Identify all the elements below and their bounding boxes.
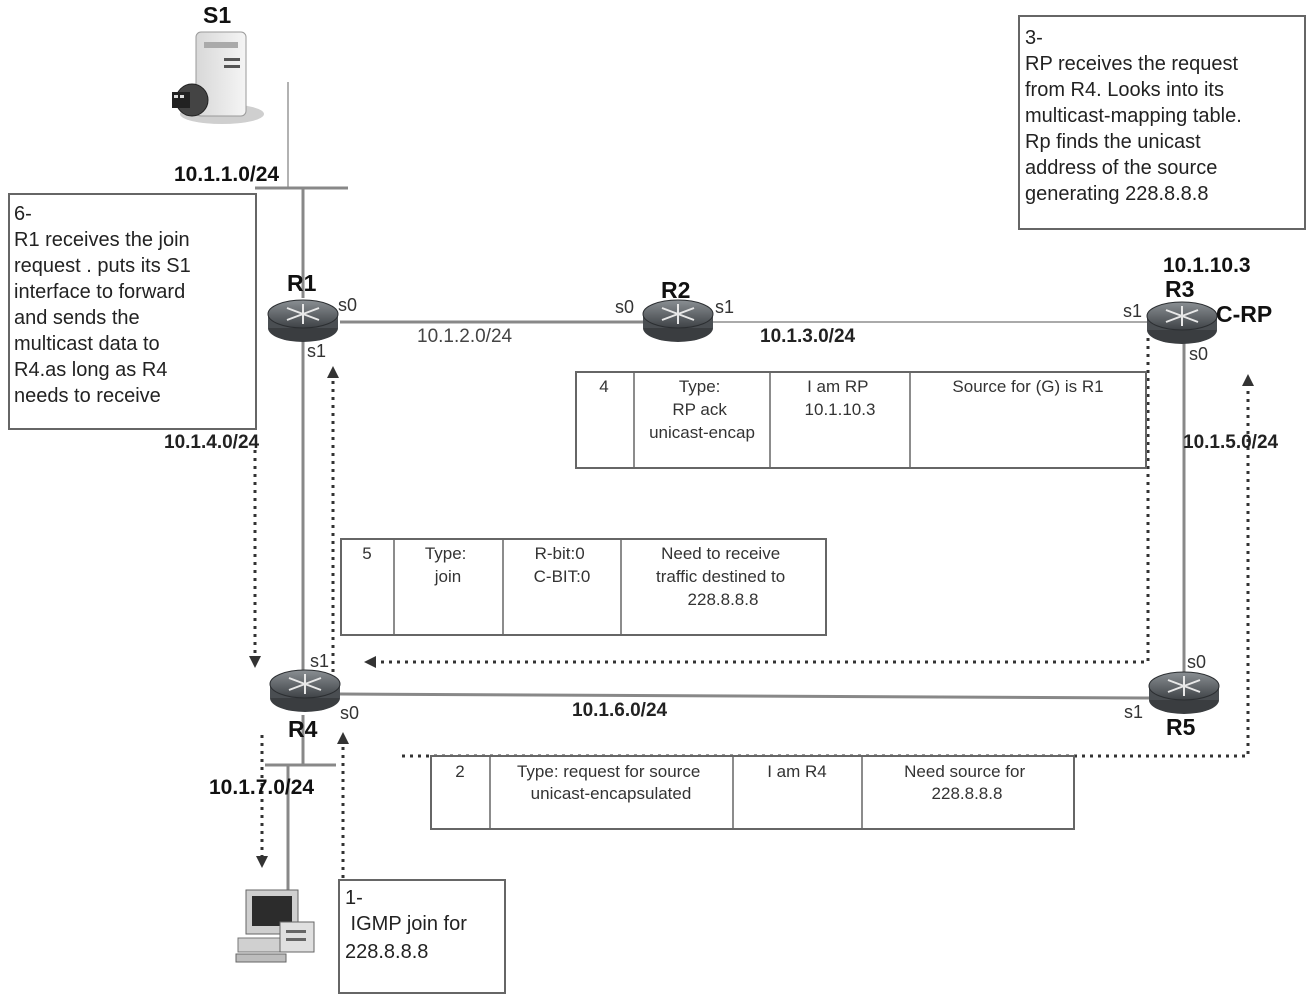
svg-text:R-bit:0 C-BIT:0: R-bit:0 C-BIT:0 bbox=[534, 544, 591, 586]
router-r3-address: 10.1.10.3 bbox=[1163, 254, 1251, 277]
message-4-number: 4 bbox=[599, 377, 608, 396]
svg-text:Source for (G) is R1: Source for (G) is R1 bbox=[952, 377, 1103, 396]
message-2-table: 2 Type: request for source unicast-encap… bbox=[430, 755, 1075, 830]
router-r2-label: R2 bbox=[661, 277, 690, 303]
r3-s1-label: s1 bbox=[1123, 301, 1142, 321]
message-5-desc: Need to receive bbox=[661, 544, 780, 563]
router-r1-label: R1 bbox=[287, 270, 317, 296]
subnet-10-1-3-0-label: 10.1.3.0/24 bbox=[760, 326, 856, 347]
r5-s1-label: s1 bbox=[1124, 702, 1143, 722]
note-6-box: 6- R1 receives the join request . puts i… bbox=[8, 193, 257, 430]
note-1-box: 1- IGMP join for 228.8.8.8 bbox=[338, 879, 506, 994]
r2-s1-label: s1 bbox=[715, 297, 734, 317]
server-s1-icon bbox=[172, 31, 264, 124]
note-3-line: 3- bbox=[1025, 27, 1043, 49]
message-5-info: R-bit:0 bbox=[535, 544, 585, 563]
message-4-table: 4 Type: RP ack unicast-encap I am RP 10.… bbox=[575, 371, 1147, 469]
subnet-10-1-7-0-label: 10.1.7.0/24 bbox=[209, 776, 314, 799]
router-r1-icon bbox=[267, 299, 339, 342]
svg-text:Need source for 228.8.8.: Need source for 228.8.8.8 bbox=[904, 762, 1030, 803]
note-1-line: 1- bbox=[345, 887, 363, 909]
r1-s1-label: s1 bbox=[307, 341, 326, 361]
message-4-type: RP ack bbox=[672, 400, 727, 419]
note-6-line: request . puts its S1 bbox=[14, 255, 191, 277]
subnet-10-1-5-0-label: 10.1.5.0/24 bbox=[1183, 432, 1279, 453]
note-6-line: 6- bbox=[14, 203, 32, 225]
workstation-icon bbox=[235, 889, 315, 963]
svg-text:Type: RP ack unica: Type: RP ack unicast-encap bbox=[649, 377, 755, 442]
message-5-desc: 228.8.8.8 bbox=[688, 590, 759, 609]
subnet-10-1-6-0-label: 10.1.6.0/24 bbox=[572, 700, 668, 721]
r3-s0-label: s0 bbox=[1189, 344, 1208, 364]
note-6-line: R1 receives the join bbox=[14, 229, 190, 251]
router-r3-icon bbox=[1146, 301, 1218, 344]
note-6-line: multicast data to bbox=[14, 333, 160, 355]
router-r4-label: R4 bbox=[288, 716, 318, 742]
message-5-info: C-BIT:0 bbox=[534, 567, 591, 586]
router-r5-label: R5 bbox=[1166, 714, 1196, 740]
note-3-line: generating 228.8.8.8 bbox=[1025, 183, 1209, 205]
svg-text:Type: join: Type: join bbox=[425, 544, 471, 586]
note-6-line: and sends the bbox=[14, 307, 140, 329]
router-r3-label: R3 bbox=[1165, 276, 1194, 302]
svg-text:1- IGMP join for: 1- IGMP join for 228.8.8.8 bbox=[345, 887, 472, 963]
message-2-type: Type: request for source bbox=[517, 762, 700, 781]
note-6-line: R4.as long as R4 bbox=[14, 359, 167, 381]
note-1-line: 228.8.8.8 bbox=[345, 941, 428, 963]
router-r5-icon bbox=[1148, 671, 1220, 714]
svg-text:3- RP receives the reque: 3- RP receives the request from R4. Look… bbox=[1025, 27, 1247, 205]
subnet-10-1-2-0-label: 10.1.2.0/24 bbox=[417, 326, 513, 347]
svg-text:I am RP 10.1.10.3: I am RP 10.1.10.3 bbox=[805, 377, 876, 419]
link-r4-r5 bbox=[339, 692, 1151, 700]
note-3-line: from R4. Looks into its bbox=[1025, 79, 1224, 101]
note-3-box: 3- RP receives the request from R4. Look… bbox=[1018, 15, 1306, 230]
note-3-line: RP receives the request bbox=[1025, 53, 1239, 75]
message-4-type: Type: bbox=[679, 377, 721, 396]
r5-s0-label: s0 bbox=[1187, 652, 1206, 672]
links bbox=[255, 82, 1186, 900]
message-2-type: unicast-encapsulated bbox=[531, 784, 692, 803]
note-3-line: multicast-mapping table. bbox=[1025, 105, 1242, 127]
note-3-line: address of the source bbox=[1025, 157, 1217, 179]
router-r2-icon bbox=[642, 299, 714, 342]
r4-s1-label: s1 bbox=[310, 651, 329, 671]
subnet-10-1-1-0-label: 10.1.1.0/24 bbox=[174, 163, 279, 186]
message-5-desc: traffic destined to bbox=[656, 567, 785, 586]
note-1-line: IGMP join for bbox=[345, 913, 467, 935]
server-s1-label: S1 bbox=[203, 2, 231, 28]
message-4-type: unicast-encap bbox=[649, 423, 755, 442]
note-3-line: Rp finds the unicast bbox=[1025, 131, 1201, 153]
message-4-desc: Source for (G) is R1 bbox=[952, 377, 1103, 396]
message-4-info: 10.1.10.3 bbox=[805, 400, 876, 419]
svg-text:Type: request for source: Type: request for source unicast-encapsu… bbox=[517, 762, 705, 803]
message-5-number: 5 bbox=[362, 544, 371, 563]
arrow-ack-rp-to-r4 bbox=[364, 338, 1150, 668]
message-4-info: I am RP bbox=[807, 377, 868, 396]
svg-text:6- R1 receives the join: 6- R1 receives the join request . puts i… bbox=[14, 203, 196, 407]
r1-s0-label: s0 bbox=[338, 295, 357, 315]
subnet-10-1-4-0-label: 10.1.4.0/24 bbox=[164, 432, 260, 453]
svg-text:I am R4: I am R4 bbox=[767, 762, 827, 781]
router-r4-icon bbox=[269, 669, 341, 712]
note-6-line: needs to receive bbox=[14, 385, 161, 407]
note-6-line: interface to forward bbox=[14, 281, 185, 303]
svg-text:Need to receive traffic: Need to receive traffic destined to 228.… bbox=[656, 544, 790, 609]
message-5-type: join bbox=[434, 567, 461, 586]
router-r3-role: C-RP bbox=[1216, 301, 1272, 327]
message-2-info: I am R4 bbox=[767, 762, 827, 781]
r4-s0-label: s0 bbox=[340, 703, 359, 723]
message-2-number: 2 bbox=[455, 762, 464, 781]
message-5-type: Type: bbox=[425, 544, 467, 563]
message-2-desc: Need source for bbox=[904, 762, 1025, 781]
r2-s0-label: s0 bbox=[615, 297, 634, 317]
message-2-desc: 228.8.8.8 bbox=[932, 784, 1003, 803]
message-5-table: 5 Type: join R-bit:0 C-BIT:0 Need to rec… bbox=[340, 538, 827, 636]
